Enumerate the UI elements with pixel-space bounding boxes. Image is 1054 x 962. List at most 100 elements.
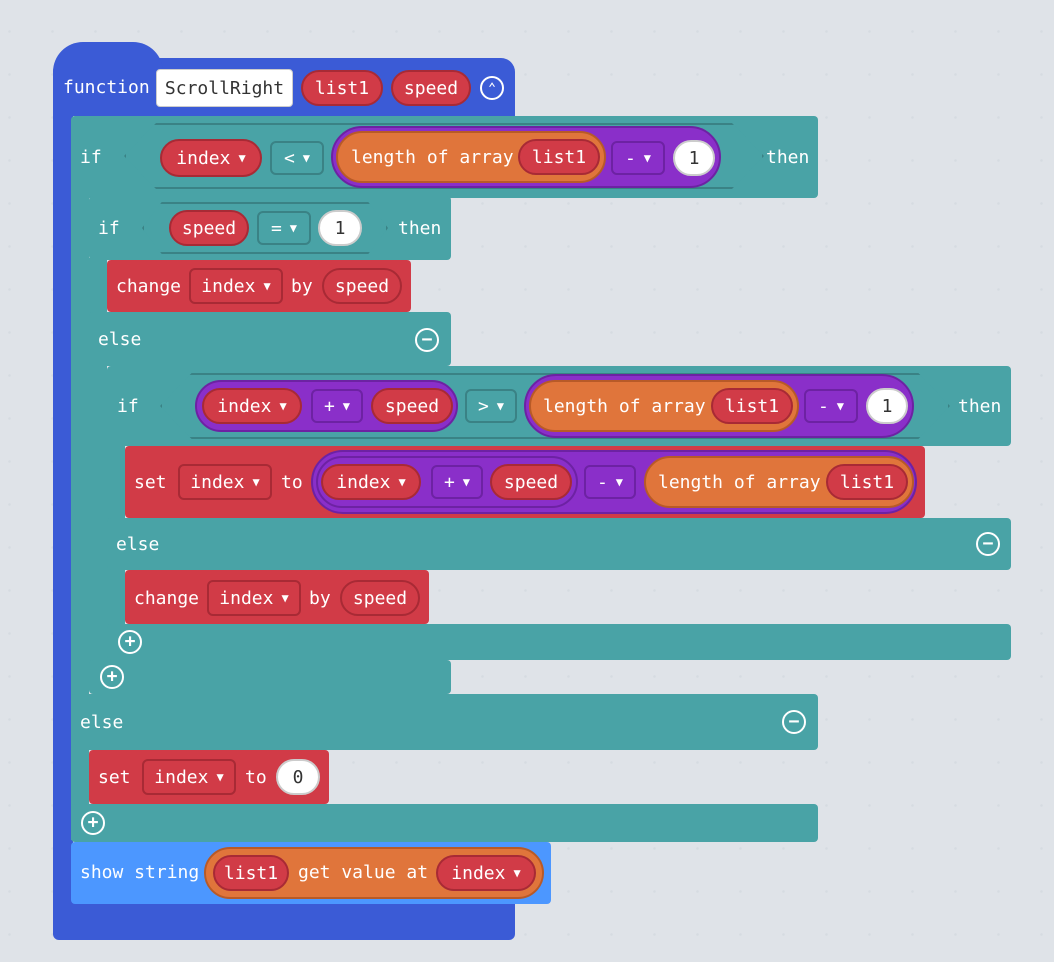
inner-if1-var[interactable]: speed [169,210,249,246]
by-label-2: by [309,588,331,609]
inner-if2-else-label: else [116,534,160,555]
set-expr-length-label: length of array [658,471,821,493]
set-expr-speed[interactable]: speed [490,464,572,500]
caret-down-icon: ▼ [342,399,351,413]
param-list1-label: list1 [314,77,370,99]
change-var-1[interactable]: index▼ [189,268,283,304]
plus-circle-icon[interactable]: + [100,665,124,689]
inner-if2-plus[interactable]: +▼ [311,389,363,423]
outer-if-num[interactable]: 1 [673,140,715,176]
inner-if2-num-label: 1 [881,395,893,417]
set-var-1-label: index [190,471,245,493]
outer-if-num-label: 1 [688,147,700,169]
set-label-2: set [98,767,131,788]
outer-if-footer [71,804,818,842]
caret-down-icon: ▼ [252,475,260,489]
caret-down-icon: ▼ [513,866,521,880]
minus-circle-icon[interactable]: − [415,328,439,352]
set-expr-var-label: index [336,471,391,493]
set-label-1: set [134,472,167,493]
show-string-label: show string [80,862,200,883]
plus-circle-icon[interactable]: + [81,811,105,835]
by-label-1: by [291,276,313,297]
outer-if-minus[interactable]: -▼ [611,141,665,175]
set-var-1[interactable]: index ▼ [178,464,272,500]
show-string-index[interactable]: index▼ [436,855,536,891]
inner-if2-label: if [117,396,139,417]
inner-if2-minus-label: - [817,395,829,417]
inner-if1-else-bar[interactable] [89,312,451,366]
outer-if-op-label: < [283,147,295,169]
show-string-array[interactable]: list1 [213,855,289,891]
inner-if1-num[interactable]: 1 [318,210,362,246]
outer-if-op[interactable]: <▼ [270,141,324,175]
caret-down-icon: ▼ [643,151,652,165]
to-label-1: to [281,472,303,493]
inner-if1-label: if [98,218,120,239]
inner-if2-minus[interactable]: -▼ [804,389,858,423]
inner-if2-then: then [958,396,1002,417]
param-list1[interactable]: list1 [301,70,383,106]
minus-circle-icon[interactable]: − [976,532,1000,556]
caret-down-icon: ▼ [496,399,505,413]
set-value-2[interactable]: 0 [276,759,320,795]
inner-if2-else-bar[interactable] [107,518,1011,570]
set-expr-plus[interactable]: +▼ [431,465,483,499]
outer-if-spine [71,190,89,840]
inner-if2-num[interactable]: 1 [866,388,908,424]
outer-if-then: then [766,147,810,168]
by-value-2[interactable]: speed [340,580,420,616]
inner-if1-then: then [398,218,442,239]
set-expr-array[interactable]: list1 [826,464,908,500]
by-value-2-label: speed [352,587,408,609]
to-label-2: to [245,767,267,788]
plus-circle-icon[interactable]: + [118,630,142,654]
outer-if-length-label: length of array [351,146,514,168]
inner-if2-plus-label: + [323,395,335,417]
inner-if2-array[interactable]: list1 [711,388,793,424]
change-label-1: change [116,276,182,297]
inner-if2-footer [107,624,1011,660]
function-keyword: function [63,77,150,98]
function-name-field[interactable]: ScrollRight [156,69,293,107]
set-expr-var[interactable]: index ▼ [321,464,421,500]
inner-if2-var[interactable]: index▼ [202,388,302,424]
change-var-1-label: index [201,275,256,297]
by-value-1[interactable]: speed [322,268,402,304]
caret-down-icon: ▼ [398,475,406,489]
inner-if1-footer [89,660,451,694]
inner-if1-else-label: else [98,329,142,350]
function-spine [53,110,73,900]
outer-else-bar[interactable] [71,694,818,750]
inner-if2-op-label: > [477,395,489,417]
minus-circle-icon[interactable]: − [782,710,806,734]
param-speed[interactable]: speed [391,70,471,106]
chevron-up-circle-icon[interactable]: ⌃ [480,76,504,100]
outer-else-label: else [80,712,124,733]
set-var-2[interactable]: index▼ [142,759,236,795]
function-cap [53,42,163,72]
function-footer [53,900,515,940]
param-speed-label: speed [403,77,459,99]
set-expr-plus-label: + [443,471,455,493]
change-var-2[interactable]: index ▼ [207,580,301,616]
outer-if-label: if [80,147,102,168]
outer-if-var-label: index [176,147,231,169]
set-expr-array-label: list1 [839,471,895,493]
set-expr-minus[interactable]: -▼ [584,465,636,499]
outer-if-minus-label: - [624,147,636,169]
caret-down-icon: ▼ [281,591,289,605]
set-expr-minus-label: - [596,471,608,493]
change-var-2-label: index [219,587,274,609]
show-string-get-label: get value at [298,862,429,883]
outer-if-array[interactable]: list1 [518,139,600,175]
caret-down-icon: ▼ [836,399,845,413]
inner-if2-op[interactable]: >▼ [465,389,517,423]
caret-down-icon: ▼ [462,475,471,489]
show-string-array-label: list1 [223,862,279,884]
caret-down-icon: ▼ [238,151,246,165]
inner-if2-speed[interactable]: speed [371,388,453,424]
outer-if-var[interactable]: index ▼ [160,139,262,177]
inner-if1-op[interactable]: =▼ [257,211,311,245]
inner-if1-op-label: = [270,217,282,239]
